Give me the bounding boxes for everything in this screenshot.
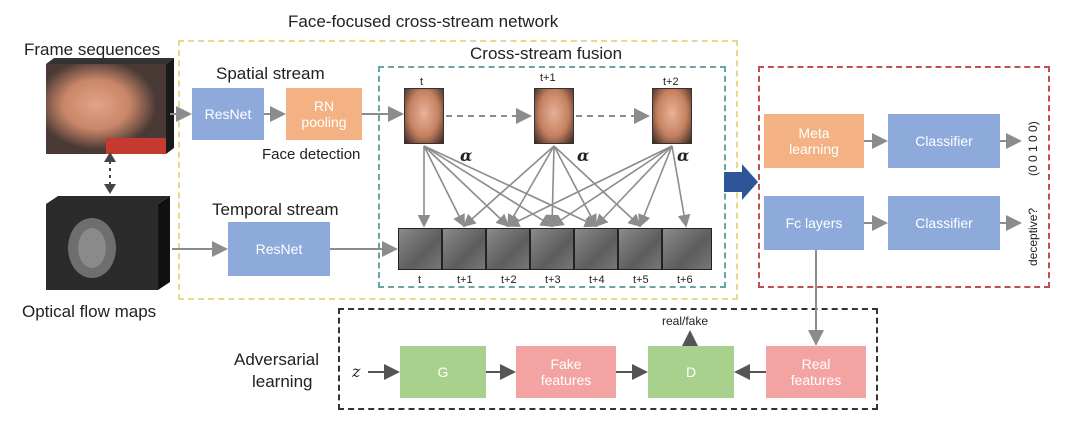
classifier-bottom-box: Classifier (888, 196, 1000, 250)
real-fake-label: real/fake (662, 314, 709, 328)
face-crop-t1 (534, 88, 574, 144)
adversarial-label-line2: learning (252, 372, 313, 391)
flow-frame (398, 228, 442, 270)
flow-time-label: t+1 (457, 274, 473, 286)
adversarial-label-line1: Adversarial (234, 350, 320, 369)
flow-frame (618, 228, 662, 270)
cross-stream-fusion-title: Cross-stream fusion (470, 44, 623, 63)
stack-connector (104, 152, 116, 194)
output-frame (758, 66, 1050, 288)
optical-flow-stack (46, 196, 170, 290)
real-features-box: Real features (766, 346, 866, 398)
face-crop-t (404, 88, 444, 144)
flow-time-label: t+2 (501, 274, 517, 286)
rn-pooling-box: RN pooling (286, 88, 362, 140)
face-time-label: t+2 (663, 76, 679, 88)
adversarial-learning-frame (338, 308, 878, 410)
face-time-label: t (420, 76, 424, 88)
fake-features-box: Fake features (516, 346, 616, 398)
flow-frame (486, 228, 530, 270)
optical-flow-maps-label: Optical flow maps (22, 302, 157, 321)
face-crop-t2 (652, 88, 692, 144)
flow-time-label: t+5 (633, 274, 649, 286)
alpha-symbol: α (677, 146, 690, 165)
flow-time-label: t+6 (677, 274, 693, 286)
classifier-top-box: Classifier (888, 114, 1000, 168)
flow-time-label: t+4 (589, 274, 605, 286)
flow-frame (574, 228, 618, 270)
spatial-stream-label: Spatial stream (216, 64, 325, 83)
temporal-stream-label: Temporal stream (212, 200, 339, 219)
frame-sequence-stack (46, 58, 174, 154)
frame-sequences-label: Frame sequences (24, 40, 161, 59)
flow-time-label: t (418, 274, 422, 286)
face-time-label: t+1 (540, 72, 556, 84)
z-label: z (352, 362, 361, 381)
fc-layers-box: Fc layers (764, 196, 864, 250)
generator-box: G (400, 346, 486, 398)
alpha-symbol: α (577, 146, 590, 165)
discriminator-box: D (648, 346, 734, 398)
face-detection-label: Face detection (262, 146, 361, 163)
cross-stream-network-frame (178, 40, 738, 300)
temporal-resnet-box: ResNet (228, 222, 330, 276)
flow-frame (530, 228, 574, 270)
network-title: Face-focused cross-stream network (288, 12, 559, 31)
flow-time-label: t+3 (545, 274, 561, 286)
flow-frame (662, 228, 712, 270)
alpha-symbol: α (460, 146, 473, 165)
flow-frame (442, 228, 486, 270)
spatial-resnet-box: ResNet (192, 88, 264, 140)
meta-learning-box: Meta learning (764, 114, 864, 168)
